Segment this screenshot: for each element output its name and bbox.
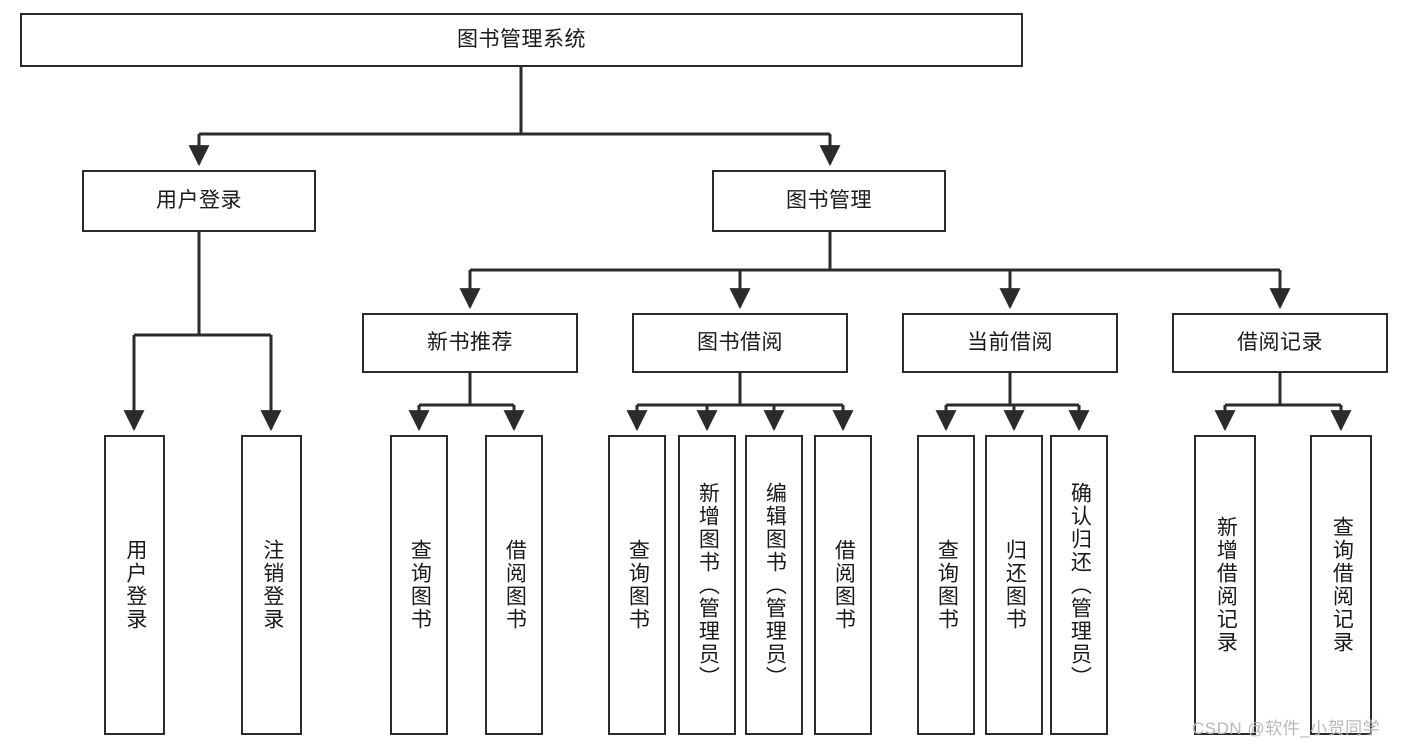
node-new-book-recommend[interactable]: 新书推荐 (362, 313, 578, 373)
leaf-query-books-borrow[interactable]: 查询图书 (608, 435, 666, 735)
leaf-confirm-return-admin[interactable]: 确认归还（管理员） (1050, 435, 1108, 735)
leaf-query-borrow-record[interactable]: 查询借阅记录 (1310, 435, 1372, 735)
leaf-query-books-current[interactable]: 查询图书 (917, 435, 975, 735)
node-current-borrow[interactable]: 当前借阅 (902, 313, 1118, 373)
leaf-borrow-book[interactable]: 借阅图书 (814, 435, 872, 735)
node-new-book-recommend-label: 新书推荐 (427, 330, 513, 354)
node-root[interactable]: 图书管理系统 (20, 13, 1023, 67)
leaf-edit-book-admin[interactable]: 编辑图书（管理员） (745, 435, 803, 735)
node-borrow-records-label: 借阅记录 (1237, 330, 1323, 354)
leaf-borrow-books-new[interactable]: 借阅图书 (485, 435, 543, 735)
leaf-query-books-new-label: 查询图书 (408, 539, 432, 631)
node-user-login-label: 用户登录 (156, 188, 242, 212)
leaf-query-books-current-label: 查询图书 (935, 539, 959, 631)
leaf-add-borrow-record[interactable]: 新增借阅记录 (1194, 435, 1256, 735)
leaf-user-login-label: 用户登录 (123, 539, 147, 631)
leaf-logout-label: 注销登录 (260, 539, 284, 631)
leaf-edit-book-admin-label: 编辑图书（管理员） (763, 481, 787, 689)
leaf-return-book-label: 归还图书 (1003, 539, 1027, 631)
leaf-confirm-return-admin-label: 确认归还（管理员） (1068, 481, 1092, 689)
leaf-borrow-books-new-label: 借阅图书 (503, 539, 527, 631)
node-book-borrow[interactable]: 图书借阅 (632, 313, 848, 373)
leaf-query-books-new[interactable]: 查询图书 (390, 435, 448, 735)
leaf-query-books-borrow-label: 查询图书 (626, 539, 650, 631)
node-borrow-records[interactable]: 借阅记录 (1172, 313, 1388, 373)
node-book-management[interactable]: 图书管理 (712, 170, 946, 232)
csdn-watermark: CSDN @软件_小贺同学 (1192, 719, 1381, 738)
leaf-add-borrow-record-label: 新增借阅记录 (1214, 516, 1238, 654)
leaf-user-login[interactable]: 用户登录 (104, 435, 165, 735)
leaf-return-book[interactable]: 归还图书 (985, 435, 1043, 735)
leaf-logout[interactable]: 注销登录 (241, 435, 302, 735)
node-user-login[interactable]: 用户登录 (82, 170, 316, 232)
leaf-query-borrow-record-label: 查询借阅记录 (1330, 516, 1354, 654)
leaf-borrow-book-label: 借阅图书 (832, 539, 856, 631)
leaf-add-book-admin[interactable]: 新增图书（管理员） (678, 435, 736, 735)
node-book-management-label: 图书管理 (786, 188, 872, 212)
node-root-label: 图书管理系统 (457, 27, 586, 51)
node-book-borrow-label: 图书借阅 (697, 330, 783, 354)
node-current-borrow-label: 当前借阅 (967, 330, 1053, 354)
leaf-add-book-admin-label: 新增图书（管理员） (696, 481, 720, 689)
